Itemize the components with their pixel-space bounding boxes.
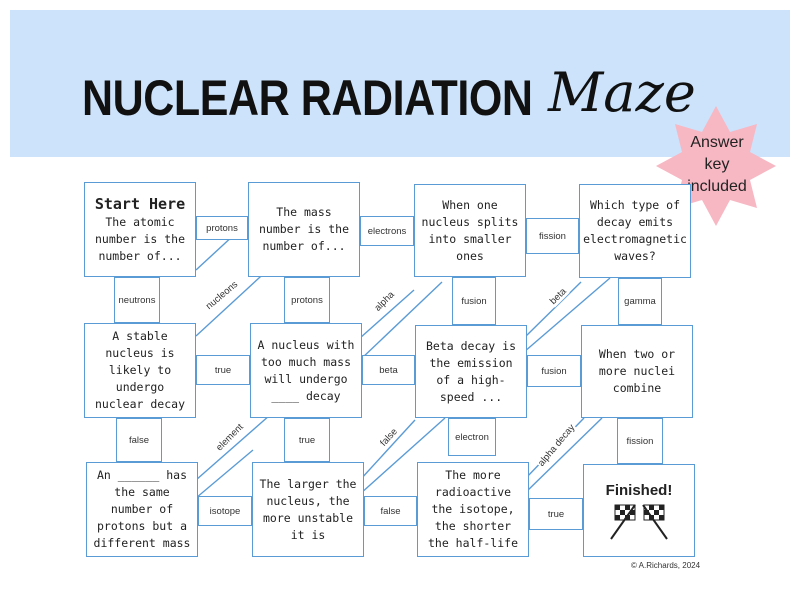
badge-line-1: Answer (690, 134, 744, 151)
finished-text: Finished! (605, 481, 673, 499)
page-title-script: Maze (548, 61, 696, 124)
same-protons-text: An ______ has the same number of protons… (93, 468, 191, 550)
too-much-mass-text: A nucleus with too much mass will underg… (257, 337, 355, 403)
connector-gamma: gamma (618, 278, 662, 325)
beta-decay-text: Beta decay is the emission of a high-spe… (425, 338, 516, 404)
connector-protons-2: protons (284, 277, 330, 323)
copyright-text: © A.Richards, 2024 (631, 561, 701, 570)
connector-electrons: electrons (360, 216, 414, 246)
decay-emits-text: Which type of decay emits electromagneti… (583, 198, 687, 263)
nucleus-splits-text: When one nucleus splits into smaller one… (421, 197, 519, 263)
start-here-heading: Start Here (94, 195, 186, 213)
badge-line-2: key (704, 156, 730, 173)
connector-protons-1: protons (196, 216, 248, 240)
larger-nucleus-text: The larger the nucleus, the more unstabl… (259, 476, 357, 542)
title-banner (10, 10, 790, 157)
two-nuclei-text: When two or more nuclei combine (598, 347, 676, 395)
too-much-mass-box: A nucleus with too much mass will underg… (250, 323, 362, 418)
connector-neutrons: neutrons (114, 277, 160, 323)
connector-false-2: false (364, 496, 417, 526)
connector-fusion-2: fusion (527, 355, 581, 387)
page-title: NUCLEAR RADIATION (82, 70, 533, 126)
more-radioactive-box: The more radioactive the isotope, the sh… (417, 462, 529, 557)
connector-true-3: true (529, 498, 583, 530)
same-protons-box: An ______ has the same number of protons… (86, 462, 198, 557)
stable-nucleus-text: A stable nucleus is likely to undergo nu… (94, 329, 185, 411)
mass-number-text: The mass number is the number of... (258, 205, 349, 253)
checkered-flags-icon (610, 503, 668, 540)
larger-nucleus-box: The larger the nucleus, the more unstabl… (252, 462, 364, 557)
stable-nucleus-box: A stable nucleus is likely to undergo nu… (84, 323, 196, 418)
connector-beta: beta (362, 355, 415, 385)
start-here-text: The atomic number is the number of... (94, 215, 185, 263)
connector-fission-2: fission (617, 418, 663, 464)
beta-decay-box: Beta decay is the emission of a high-spe… (415, 325, 527, 418)
finished-box: Finished! (583, 464, 695, 557)
connector-true-1: true (196, 355, 250, 385)
connector-fusion-1: fusion (452, 277, 496, 325)
badge-line-3: included (687, 178, 747, 195)
connector-electron: electron (448, 418, 496, 456)
connector-false-1: false (116, 418, 162, 462)
decay-emits-box: Which type of decay emits electromagneti… (579, 184, 691, 278)
connector-true-2: true (284, 418, 330, 462)
connector-fission-1: fission (526, 218, 579, 254)
more-radioactive-text: The more radioactive the isotope, the sh… (427, 468, 518, 550)
nucleus-splits-box: When one nucleus splits into smaller one… (414, 184, 526, 277)
connector-isotope: isotope (198, 496, 252, 526)
start-here-box: Start Here The atomic number is the numb… (84, 182, 196, 277)
answer-key-text: Answer key included (672, 132, 762, 198)
two-nuclei-box: When two or more nuclei combine (581, 325, 693, 418)
mass-number-box: The mass number is the number of... (248, 182, 360, 277)
